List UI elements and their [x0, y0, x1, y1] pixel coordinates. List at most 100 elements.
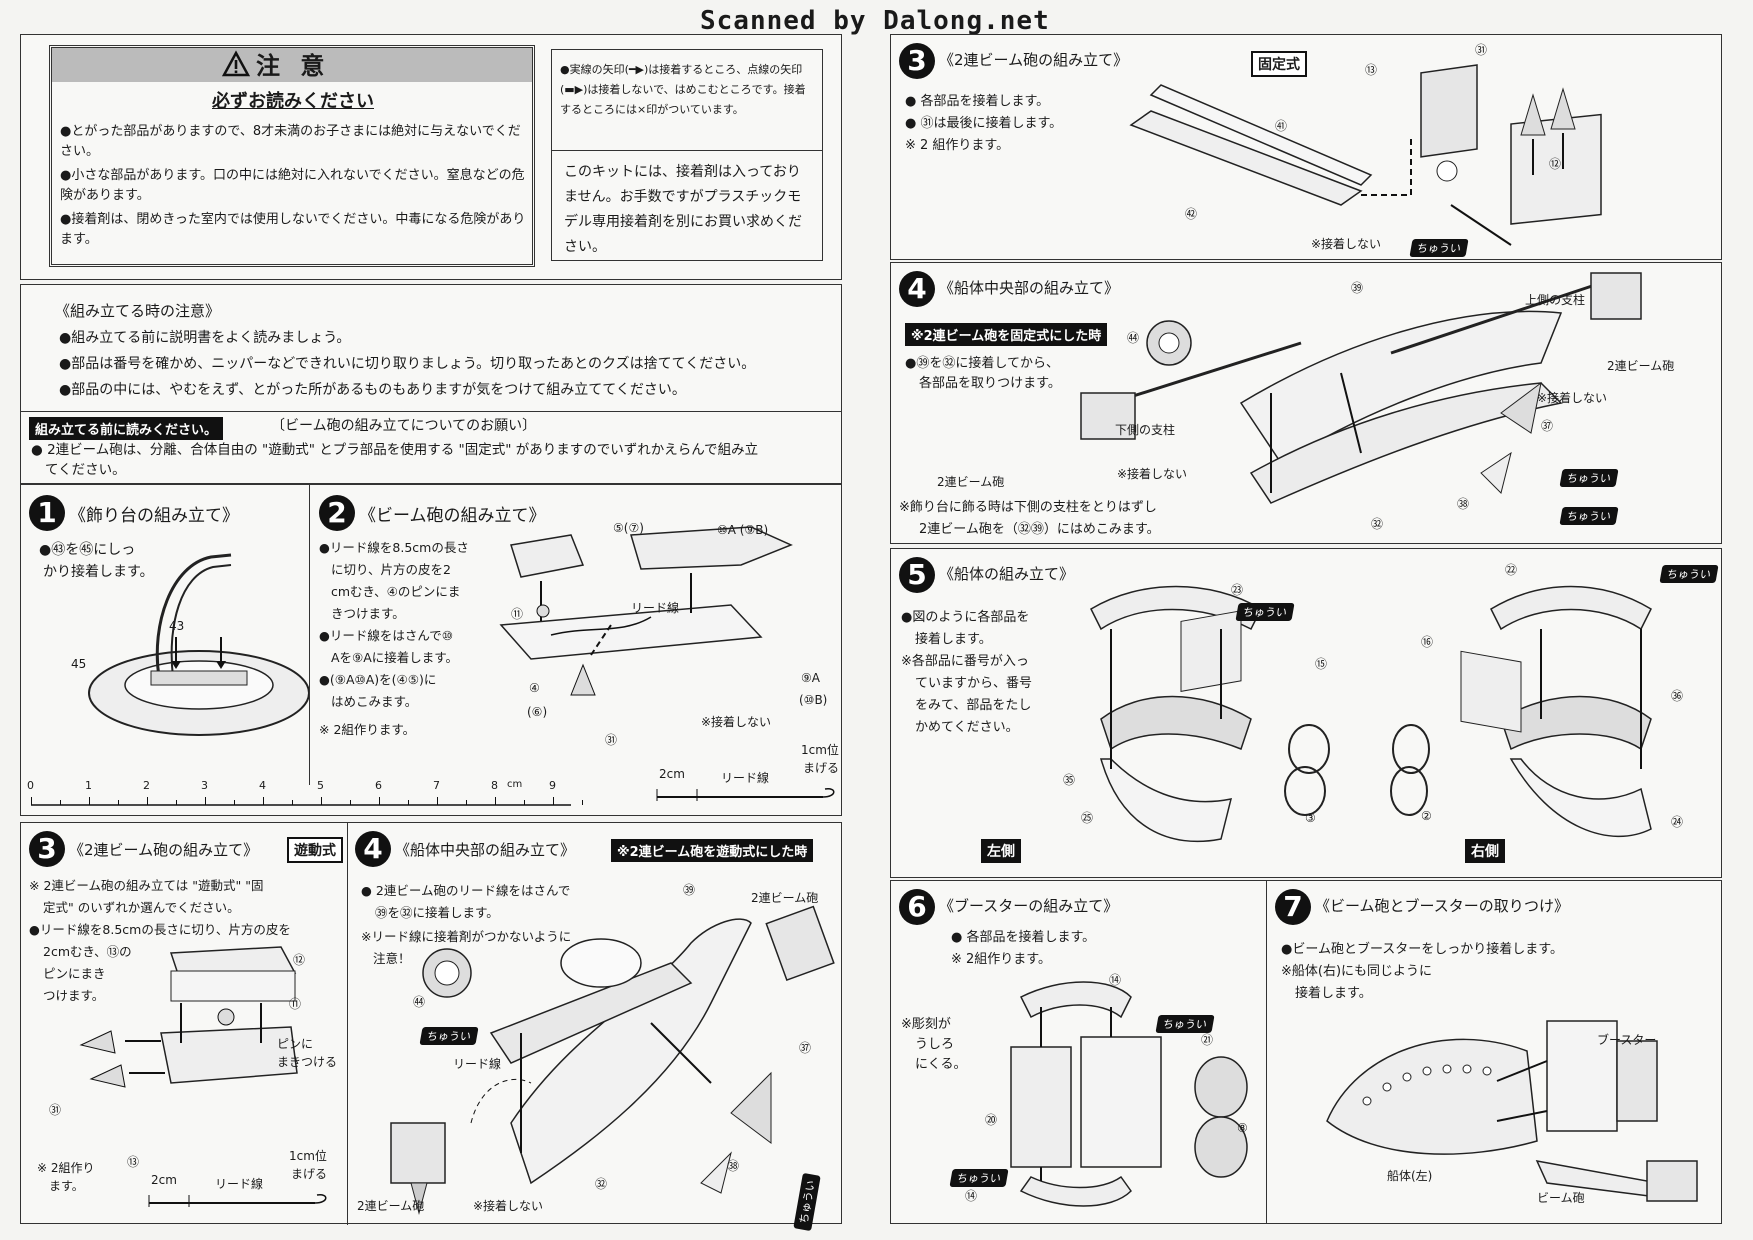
ruler-tick-label: 2: [143, 779, 150, 792]
part-8-label: ⑧: [1237, 1121, 1248, 1135]
ruler-tick-label: 5: [317, 779, 324, 792]
step1-text-2: かり接着します。: [43, 564, 154, 580]
engrave-note-2: うしろ: [915, 1037, 955, 1052]
part-32-label-4b: ㉜: [1371, 517, 1384, 531]
step4b-text-1: ●㊴を㉜に接着してから、: [905, 356, 1059, 371]
ruler-tick-label: 7: [433, 779, 440, 792]
step1-title: 《飾り台の組み立て》: [69, 506, 239, 526]
beam-booster-attach-illustration: [1326, 1020, 1698, 1202]
twin-beam-label-4a: 2連ビーム砲: [751, 891, 819, 905]
arrow-legend-text: ●実線の矢印(━▶)は接着するところ、点線の矢印(▬▶)は接着しないで、はめこむ…: [560, 63, 806, 116]
part-44-label-4b: ㊹: [1127, 331, 1140, 345]
ruler-half-tick: [176, 800, 177, 805]
part-2-label: ②: [1421, 809, 1432, 823]
part-13-label-3b: ⑬: [1365, 63, 1378, 77]
twin-beam-label-4b-left: 2連ビーム砲: [937, 475, 1005, 489]
step3b-badge: 固定式: [1251, 51, 1307, 77]
engrave-note-3: にくる。: [915, 1057, 967, 1072]
legend-divider: [552, 150, 822, 151]
part-42-label-3b: ㊷: [1185, 207, 1198, 221]
step4b-title: 《船体中央部の組み立て》: [939, 279, 1120, 297]
bend-label-2: まげる: [803, 761, 840, 775]
step4a-text-2: ㊴を㉜に接着します。: [375, 905, 499, 920]
step3a-badge: 遊動式: [287, 837, 343, 863]
step5-number: 5: [899, 557, 935, 593]
step4a-badge: ※2連ビーム砲を遊動式にした時: [611, 839, 814, 862]
step6-section: 6 《ブースターの組み立て》 ● 各部品を接着します。 ※ 2組作ります。 ※彫…: [890, 880, 1268, 1224]
bend-label-3a-2: まげる: [291, 1167, 328, 1181]
step4a-number: 4: [355, 831, 391, 867]
part-16-label: ⑯: [1421, 635, 1434, 649]
ruler-tick-label: 3: [201, 779, 208, 792]
engrave-note-1: ※彫刻が: [901, 1017, 951, 1032]
step-divider: [309, 485, 310, 785]
assembly-notes-title: 《組み立てる時の注意》: [55, 302, 221, 320]
ruler-tick: [553, 797, 554, 805]
part-13-label-3a: ⑬: [127, 1155, 140, 1169]
ruler-tick-label: 9: [549, 779, 556, 792]
step3a-text-5: ピンにまき: [43, 966, 106, 981]
bend-label-1: 1cm位: [801, 743, 839, 757]
step5-title: 《船体の組み立て》: [939, 565, 1075, 583]
hull-center-free-illustration: [390, 905, 835, 1215]
ruler-tick: [31, 797, 32, 805]
part-31-label: ㉛: [605, 733, 618, 747]
two-cm-label-3a: 2cm: [151, 1173, 177, 1187]
step7-text-1: ●ビーム砲とブースターをしっかり接着します。: [1281, 942, 1564, 957]
beam-request-heading: 〔ビーム砲の組み立てについてのお願い〕: [271, 418, 537, 434]
twin-beam-fixed-illustration: [1129, 64, 1602, 246]
ruler-tick: [263, 797, 264, 805]
lead-wire-label-2: リード線: [721, 771, 770, 785]
caution-badge-5-2: ちゅうい: [1659, 565, 1719, 583]
part-12-label-3b: ⑫: [1549, 157, 1562, 171]
ruler-tick-label: 0: [27, 779, 34, 792]
part-39-label-4a: ㊴: [683, 883, 696, 897]
beam-cannon-illustration: [499, 526, 793, 696]
no-glue-label: ※接着しない: [701, 715, 772, 729]
step7-text-3: 接着します。: [1295, 986, 1372, 1001]
step4b-footer-2: 2連ビーム砲を（㉜㊴）にはめこみます。: [919, 522, 1160, 537]
step4a-text-1: ● 2連ビーム砲のリード線をはさんで: [361, 883, 571, 898]
booster-label: ブースター: [1597, 1033, 1657, 1047]
caution-header-bar: [52, 48, 532, 82]
step-divider-3-4: [347, 823, 348, 1225]
ruler-tick: [89, 797, 90, 805]
step2-text-1: ●リード線を8.5cmの長さ: [319, 540, 469, 555]
lead-wire-label: リード線: [631, 601, 680, 615]
lead-wire-label-4a: リード線: [453, 1057, 502, 1071]
section-divider: [21, 411, 841, 412]
step3a-title: 《2連ビーム砲の組み立て》: [69, 841, 259, 859]
part-37-label-4a: ㊲: [799, 1041, 812, 1055]
step2-text-7: ●(⑨A⑩A)を(④⑤)に: [319, 672, 437, 687]
lower-strut-label: 下側の支柱: [1115, 423, 1176, 437]
ruler-tick: [379, 797, 380, 805]
right-side-tag: 右側: [1465, 839, 1505, 863]
beam-request-text-1: ● 2連ビーム砲は、分離、合体自由の "遊動式" とプラ部品を使用する "固定式…: [31, 442, 759, 458]
ruler-tick-label: 4: [259, 779, 266, 792]
caution-badge-5-1: ちゅうい: [1235, 603, 1295, 621]
part-32-label-4a: ㉜: [595, 1177, 608, 1191]
step3a-text-3: ●リード線を8.5cmの長さに切り、片方の皮を: [29, 922, 291, 937]
two-sets-label-1: ※ 2組作り: [37, 1161, 95, 1175]
step3a-text-6: つけます。: [43, 988, 105, 1003]
assembly-note-3: ●部品の中には、やむをえず、とがった所があるものもありますが気をつけて組み立てて…: [59, 382, 686, 398]
engrave-note: ※彫刻が うしろ にくる。: [901, 1015, 966, 1075]
hull-left-illustration: [1090, 585, 1330, 843]
ruler-tick-label: 8: [491, 779, 498, 792]
ruler-tick: [437, 797, 438, 805]
step3b-text-1: ● 各部品を接着します。: [905, 94, 1050, 109]
two-cm-label: 2cm: [659, 767, 685, 781]
step1-step2-section: 1 《飾り台の組み立て》 ●㊸を㊺にしっ かり接着します。 43 45 2 《ビ…: [20, 484, 842, 816]
step3b-number: 3: [899, 43, 935, 79]
part-45-label: 45: [71, 657, 87, 671]
ruler-tick: [147, 797, 148, 805]
step3a-text-4: 2cmむき、⑬の: [43, 944, 132, 959]
ruler-half-tick: [466, 800, 467, 805]
part-37-label-4b: ㊲: [1541, 419, 1554, 433]
part-31-label-3a: ㉛: [49, 1103, 62, 1117]
part-11-label: ⑪: [511, 607, 524, 621]
step4b-section: 4 《船体中央部の組み立て》 ※2連ビーム砲を固定式にした時 ●㊴を㉜に接着して…: [890, 262, 1722, 544]
part-4-label: ④: [529, 681, 540, 695]
part-41-label-3b: ㊶: [1275, 119, 1288, 133]
arrow-legend-box: ●実線の矢印(━▶)は接着するところ、点線の矢印(▬▶)は接着しないで、はめこむ…: [551, 49, 823, 261]
